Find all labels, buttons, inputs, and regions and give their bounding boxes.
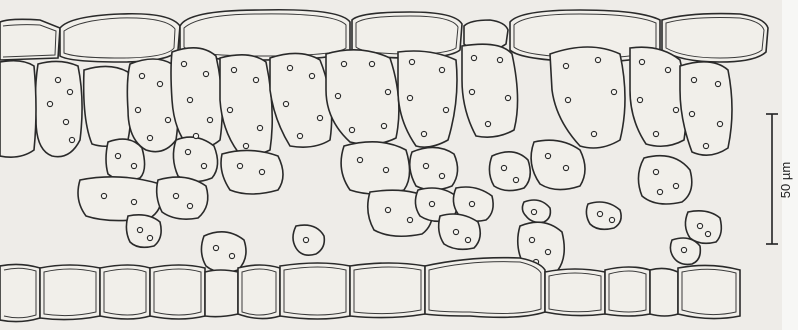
mesophyll-cells [0, 44, 732, 272]
lower-epidermis [0, 258, 740, 322]
scale-bar-label: 50 µm [778, 162, 793, 198]
